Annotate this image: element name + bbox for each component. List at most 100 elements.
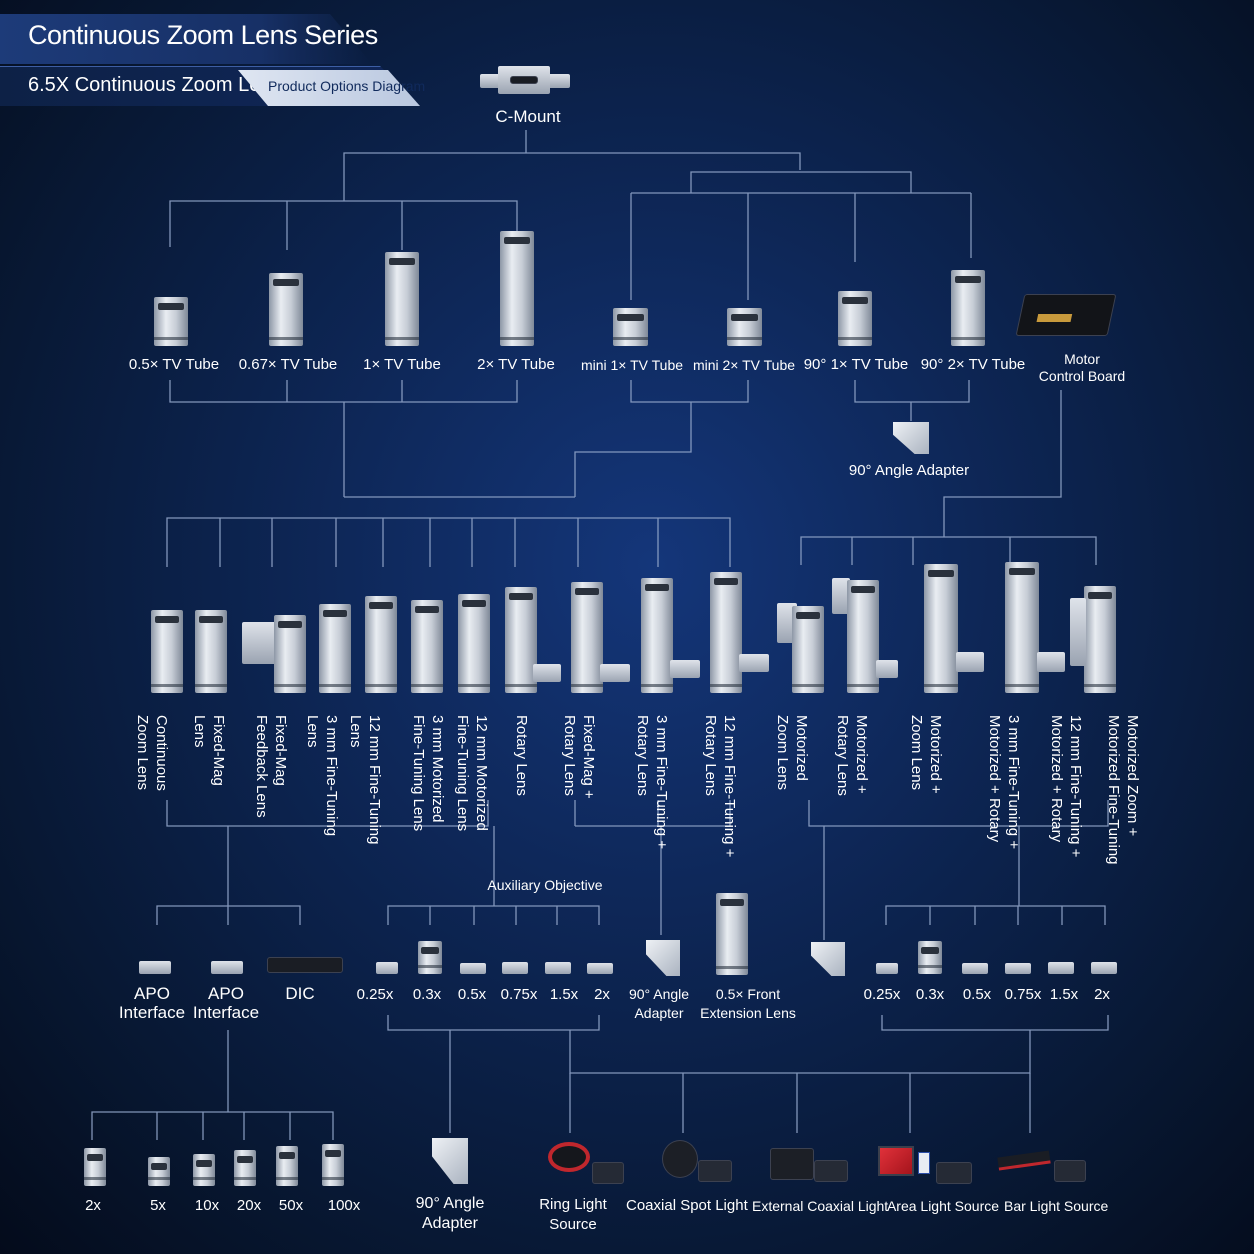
tube-icon xyxy=(838,291,872,346)
rotary-knob-icon xyxy=(1037,652,1065,672)
lens-label: 12 mm Fine-Tuning + Rotary Lens xyxy=(702,715,738,858)
light-label: Coaxial Spot Light xyxy=(626,1197,748,1214)
aux-objective-label: 0.3x xyxy=(412,986,442,1003)
aux-objective-label: 2x xyxy=(594,986,610,1003)
lens-label: Continuous Zoom Lens xyxy=(134,715,170,791)
light-label: Bar Light Source xyxy=(1004,1198,1109,1214)
objective-icon xyxy=(322,1144,344,1186)
ring-light-icon xyxy=(548,1142,590,1172)
c-mount-label: C-Mount xyxy=(495,107,561,126)
page-subtitle: 6.5X Continuous Zoom Lens xyxy=(28,74,282,96)
lens-label: 12 mm Motorized Fine-Tuning Lens xyxy=(454,715,490,832)
lens-icon xyxy=(365,596,397,693)
lens-icon xyxy=(924,564,958,693)
tube-icon xyxy=(613,308,648,346)
area-light-source-icon xyxy=(878,1146,914,1176)
lens-label: 12 mm Fine-Tuning Lens xyxy=(347,715,383,845)
lens-icon xyxy=(641,578,673,693)
tube-icon xyxy=(951,270,985,346)
aux-objective-icon xyxy=(1048,962,1074,974)
objective-label: 100x xyxy=(327,1197,361,1214)
aux-objective-icon xyxy=(418,941,442,974)
aux-objective-icon xyxy=(502,962,528,974)
angle-adapter-label: 90° Angle Adapter xyxy=(628,986,690,1021)
page-title: Continuous Zoom Lens Series xyxy=(28,20,378,50)
lens-icon xyxy=(319,604,351,693)
aux-objective-label: 0.25x xyxy=(863,986,901,1003)
aux-objective-label: 0.75x xyxy=(500,986,538,1003)
rotary-knob-icon xyxy=(956,652,984,672)
aux-objective-icon xyxy=(545,962,571,974)
motor-control-board-icon xyxy=(1015,294,1117,336)
area-light-source-icon xyxy=(918,1152,930,1174)
objective-label: 5x xyxy=(150,1197,166,1214)
rotary-knob-icon xyxy=(739,654,769,672)
lens-label: 3 mm Fine-Tuning Lens xyxy=(304,715,340,837)
interface-label: APO Interface xyxy=(192,984,260,1022)
diagram-tag: Product Options Diagram xyxy=(268,78,426,94)
rotary-knob-icon xyxy=(600,664,630,682)
objective-label: 20x xyxy=(236,1197,262,1214)
aux-objective-label: 1.5x xyxy=(1049,986,1079,1003)
lens-label: Motorized Zoom Lens xyxy=(774,715,810,791)
lens-icon xyxy=(847,580,879,693)
tube-icon xyxy=(727,308,762,346)
aux-objective-label: 2x xyxy=(1094,986,1110,1003)
lens-icon xyxy=(571,582,603,693)
aux-objective-label: 0.5x xyxy=(457,986,487,1003)
tube-label: 0.67× TV Tube xyxy=(238,356,338,373)
objective-icon xyxy=(193,1154,215,1186)
aux-objective-icon xyxy=(460,963,486,974)
aux-objective-label: 1.5x xyxy=(549,986,579,1003)
tube-label: mini 1× TV Tube xyxy=(580,357,684,373)
aux-objective-icon xyxy=(876,963,898,974)
light-label: Ring Light Source xyxy=(539,1196,607,1233)
objective-icon xyxy=(148,1157,170,1186)
light-controller-icon xyxy=(814,1160,848,1182)
lens-label: Fixed-Mag + Rotary Lens xyxy=(561,715,597,799)
lens-label: Motorized + Rotary Lens xyxy=(834,715,870,796)
objective-label: 10x xyxy=(194,1197,220,1214)
light-controller-icon xyxy=(936,1162,972,1184)
coaxial-spot-light-icon xyxy=(662,1140,698,1178)
tube-icon xyxy=(269,273,303,346)
angle-adapter-label: 90° Angle Adapter xyxy=(415,1195,485,1232)
rotary-knob-icon xyxy=(876,660,898,678)
objective-label: 50x xyxy=(278,1197,304,1214)
interface-label: APO Interface xyxy=(118,984,186,1022)
lens-label: Motorized Zoom + Motorized Fine-Tuning xyxy=(1105,715,1141,865)
tube-icon xyxy=(154,297,188,346)
auxiliary-objective-label: Auxiliary Objective xyxy=(487,877,603,893)
lens-icon xyxy=(151,610,183,693)
apo-interface-icon xyxy=(211,961,243,974)
tube-label: 1× TV Tube xyxy=(363,356,441,373)
external-coaxial-light-icon xyxy=(770,1148,814,1180)
lens-icon xyxy=(505,587,537,693)
aux-objective-label: 0.25x xyxy=(356,986,394,1003)
title-band xyxy=(0,14,372,64)
angle-adapter-label: 90° Angle Adapter xyxy=(848,462,970,479)
lens-label: Fixed-Mag Lens xyxy=(191,715,227,786)
objective-icon xyxy=(84,1148,106,1186)
front-extension-lens-label: 0.5× Front Extension Lens xyxy=(700,986,796,1021)
dic-prism-icon xyxy=(267,957,343,973)
lens-icon xyxy=(411,600,443,693)
rotary-knob-icon xyxy=(533,664,561,682)
lens-icon xyxy=(710,572,742,693)
tube-icon xyxy=(500,231,534,346)
light-controller-icon xyxy=(1054,1160,1086,1182)
lens-label: Rotary Lens xyxy=(513,715,530,796)
apo-interface-icon xyxy=(139,961,171,974)
lens-icon xyxy=(792,606,824,693)
front-extension-lens-icon xyxy=(716,893,748,975)
tube-label: 0.5× TV Tube xyxy=(128,356,220,373)
aux-objective-icon xyxy=(587,963,613,974)
lens-icon xyxy=(195,610,227,693)
tube-label: 2× TV Tube xyxy=(477,356,555,373)
motor-block-icon xyxy=(1070,598,1086,666)
aux-objective-icon xyxy=(1091,962,1117,974)
tube-label: 90° 1× TV Tube xyxy=(803,356,909,373)
motor-block-icon xyxy=(832,578,850,614)
